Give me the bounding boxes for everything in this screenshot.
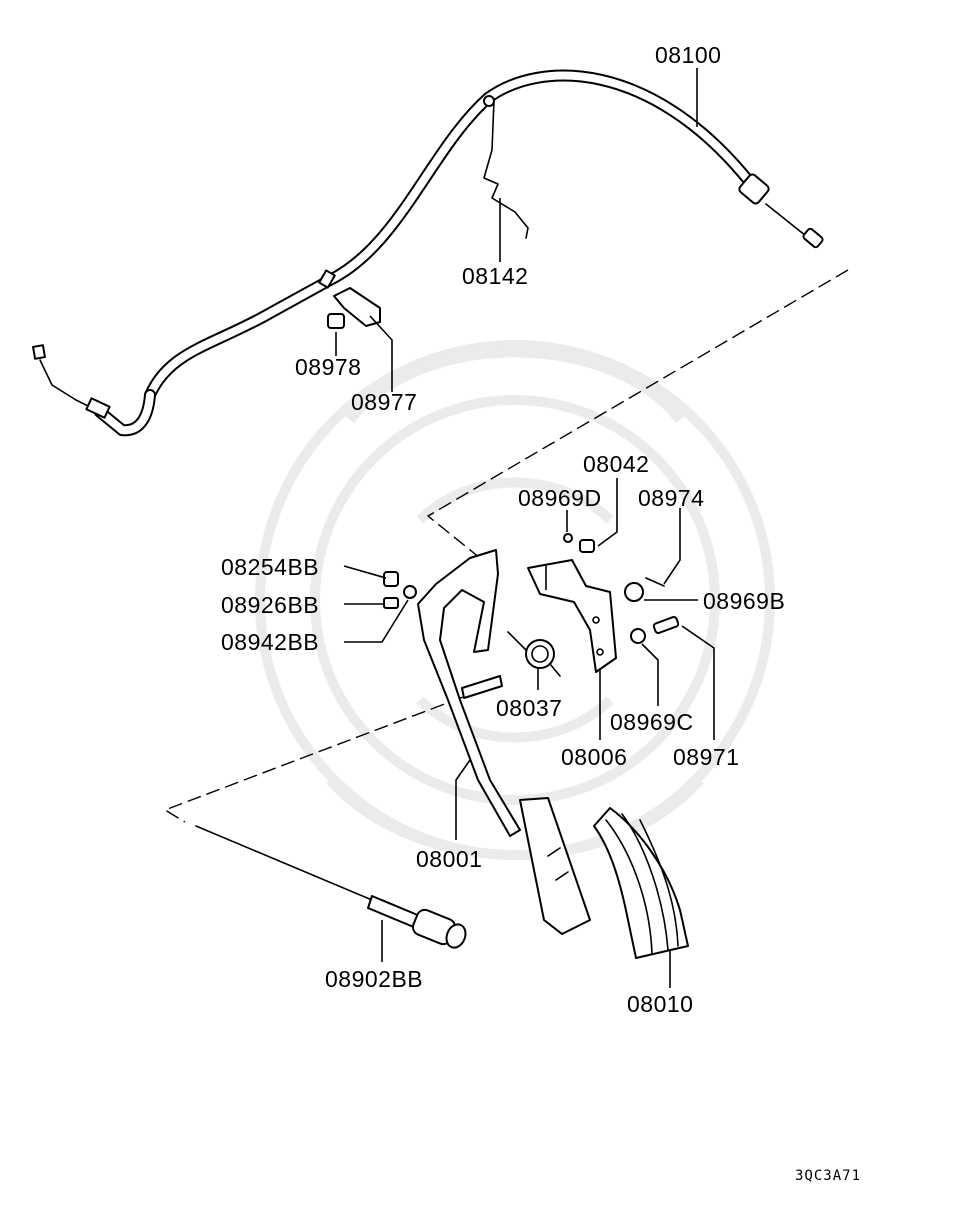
callout-08100: 08100 bbox=[655, 42, 721, 68]
hand-throttle-cable-08902bb bbox=[195, 825, 467, 949]
bolt-08971 bbox=[652, 616, 680, 634]
callout-08977: 08977 bbox=[351, 389, 417, 415]
callout-08037: 08037 bbox=[496, 695, 562, 721]
pedal-arm-08001 bbox=[417, 549, 591, 935]
callout-08978: 08978 bbox=[295, 354, 361, 380]
callout-08969d: 08969D bbox=[518, 485, 602, 511]
bolt-08926bb bbox=[383, 597, 399, 609]
callout-08142: 08142 bbox=[462, 263, 528, 289]
callout-08902bb: 08902BB bbox=[325, 966, 423, 992]
callout-08254bb: 08254BB bbox=[221, 554, 319, 580]
nut-08978 bbox=[327, 313, 345, 329]
callout-08974: 08974 bbox=[638, 485, 704, 511]
callout-labels: 08100 08142 08978 08977 08042 08969D 089… bbox=[221, 42, 785, 1017]
callout-08001: 08001 bbox=[416, 846, 482, 872]
accelerator-cable-08100 bbox=[32, 69, 824, 437]
diagram-code: 3QC3A71 bbox=[795, 1168, 861, 1184]
callout-08042: 08042 bbox=[583, 451, 649, 477]
washer-08969d bbox=[563, 533, 573, 543]
washer-08942bb bbox=[403, 585, 417, 599]
callout-08926bb: 08926BB bbox=[221, 592, 319, 618]
pedal-bracket-08006 bbox=[527, 559, 617, 673]
callout-08971: 08971 bbox=[673, 744, 739, 770]
bushing-08042 bbox=[579, 539, 595, 553]
pedal-pad-08010 bbox=[593, 807, 689, 959]
nut-08969c bbox=[630, 628, 646, 644]
watermark-emblem bbox=[255, 340, 775, 860]
bracket-08977 bbox=[333, 287, 381, 327]
return-spring-08037 bbox=[507, 631, 561, 677]
callout-08010: 08010 bbox=[627, 991, 693, 1017]
nut-08254bb bbox=[383, 571, 399, 587]
small-hardware bbox=[383, 533, 680, 644]
callout-08969b: 08969B bbox=[703, 588, 785, 614]
callout-08969c: 08969C bbox=[610, 709, 694, 735]
washer-08969b bbox=[624, 582, 644, 602]
cable-clip-08142 bbox=[483, 95, 529, 239]
leader-lines bbox=[335, 68, 715, 988]
assembly-dash-lines bbox=[163, 269, 849, 823]
callout-08942bb: 08942BB bbox=[221, 629, 319, 655]
pin-08974 bbox=[645, 577, 665, 587]
callout-08006: 08006 bbox=[561, 744, 627, 770]
